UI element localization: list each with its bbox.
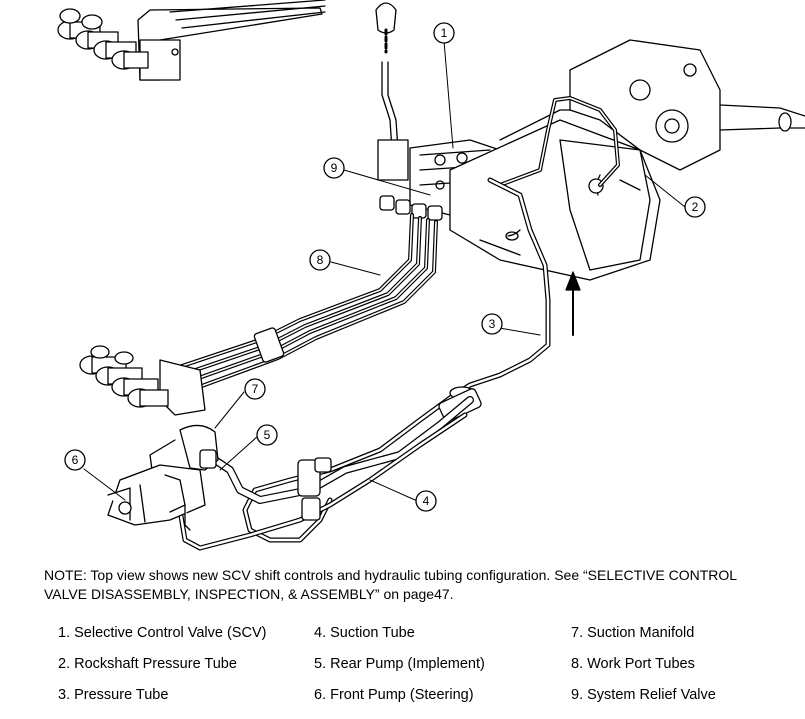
rockshaft-pressure-tube xyxy=(498,96,620,187)
note-line-1: NOTE: Top view shows new SCV shift contr… xyxy=(44,567,738,583)
pump-assembly xyxy=(107,424,219,531)
svg-text:4: 4 xyxy=(423,494,430,508)
legend-item: 8. Work Port Tubes xyxy=(571,656,695,672)
svg-text:6: 6 xyxy=(72,453,79,467)
svg-text:5: 5 xyxy=(264,428,271,442)
callout-9: 9 xyxy=(323,157,345,179)
top-coupler-group xyxy=(57,0,326,81)
callout-5: 5 xyxy=(256,424,278,446)
suction-tube xyxy=(177,396,474,551)
legend-item: 6. Front Pump (Steering) xyxy=(314,687,474,703)
callout-4: 4 xyxy=(415,490,437,512)
callout-2: 2 xyxy=(684,196,706,218)
shift-lever xyxy=(375,2,409,181)
callout-1: 1 xyxy=(433,22,455,44)
legend-item: 7. Suction Manifold xyxy=(571,625,695,641)
callouts: 1 2 3 4 5 6 7 8 xyxy=(64,22,706,512)
parts-legend: 1. Selective Control Valve (SCV) 2. Rock… xyxy=(58,625,798,715)
engine-block xyxy=(569,39,805,171)
direction-arrow xyxy=(565,271,581,336)
work-port-tubes xyxy=(168,213,438,396)
legend-item: 1. Selective Control Valve (SCV) xyxy=(58,625,267,641)
svg-text:1: 1 xyxy=(441,26,448,40)
lower-coupler-group xyxy=(79,345,206,416)
svg-text:7: 7 xyxy=(252,382,259,396)
callout-3: 3 xyxy=(481,313,503,335)
svg-text:2: 2 xyxy=(692,200,699,214)
callout-8: 8 xyxy=(309,249,331,271)
legend-item: 4. Suction Tube xyxy=(314,625,415,641)
transmission-housing xyxy=(449,39,805,281)
note-line-2: VALVE DISASSEMBLY, INSPECTION, & ASSEMBL… xyxy=(44,586,454,602)
note-text: NOTE: Top view shows new SCV shift contr… xyxy=(44,566,804,604)
hydraulic-diagram: 1 2 3 4 5 6 7 8 xyxy=(57,0,805,551)
svg-text:8: 8 xyxy=(317,253,324,267)
callout-6: 6 xyxy=(64,449,86,471)
callout-7: 7 xyxy=(244,378,266,400)
legend-item: 2. Rockshaft Pressure Tube xyxy=(58,656,237,672)
svg-text:9: 9 xyxy=(331,161,338,175)
legend-item: 9. System Relief Valve xyxy=(571,687,716,703)
leader-lines xyxy=(83,40,686,501)
legend-item: 5. Rear Pump (Implement) xyxy=(314,656,485,672)
legend-item: 3. Pressure Tube xyxy=(58,687,169,703)
svg-text:3: 3 xyxy=(489,317,496,331)
